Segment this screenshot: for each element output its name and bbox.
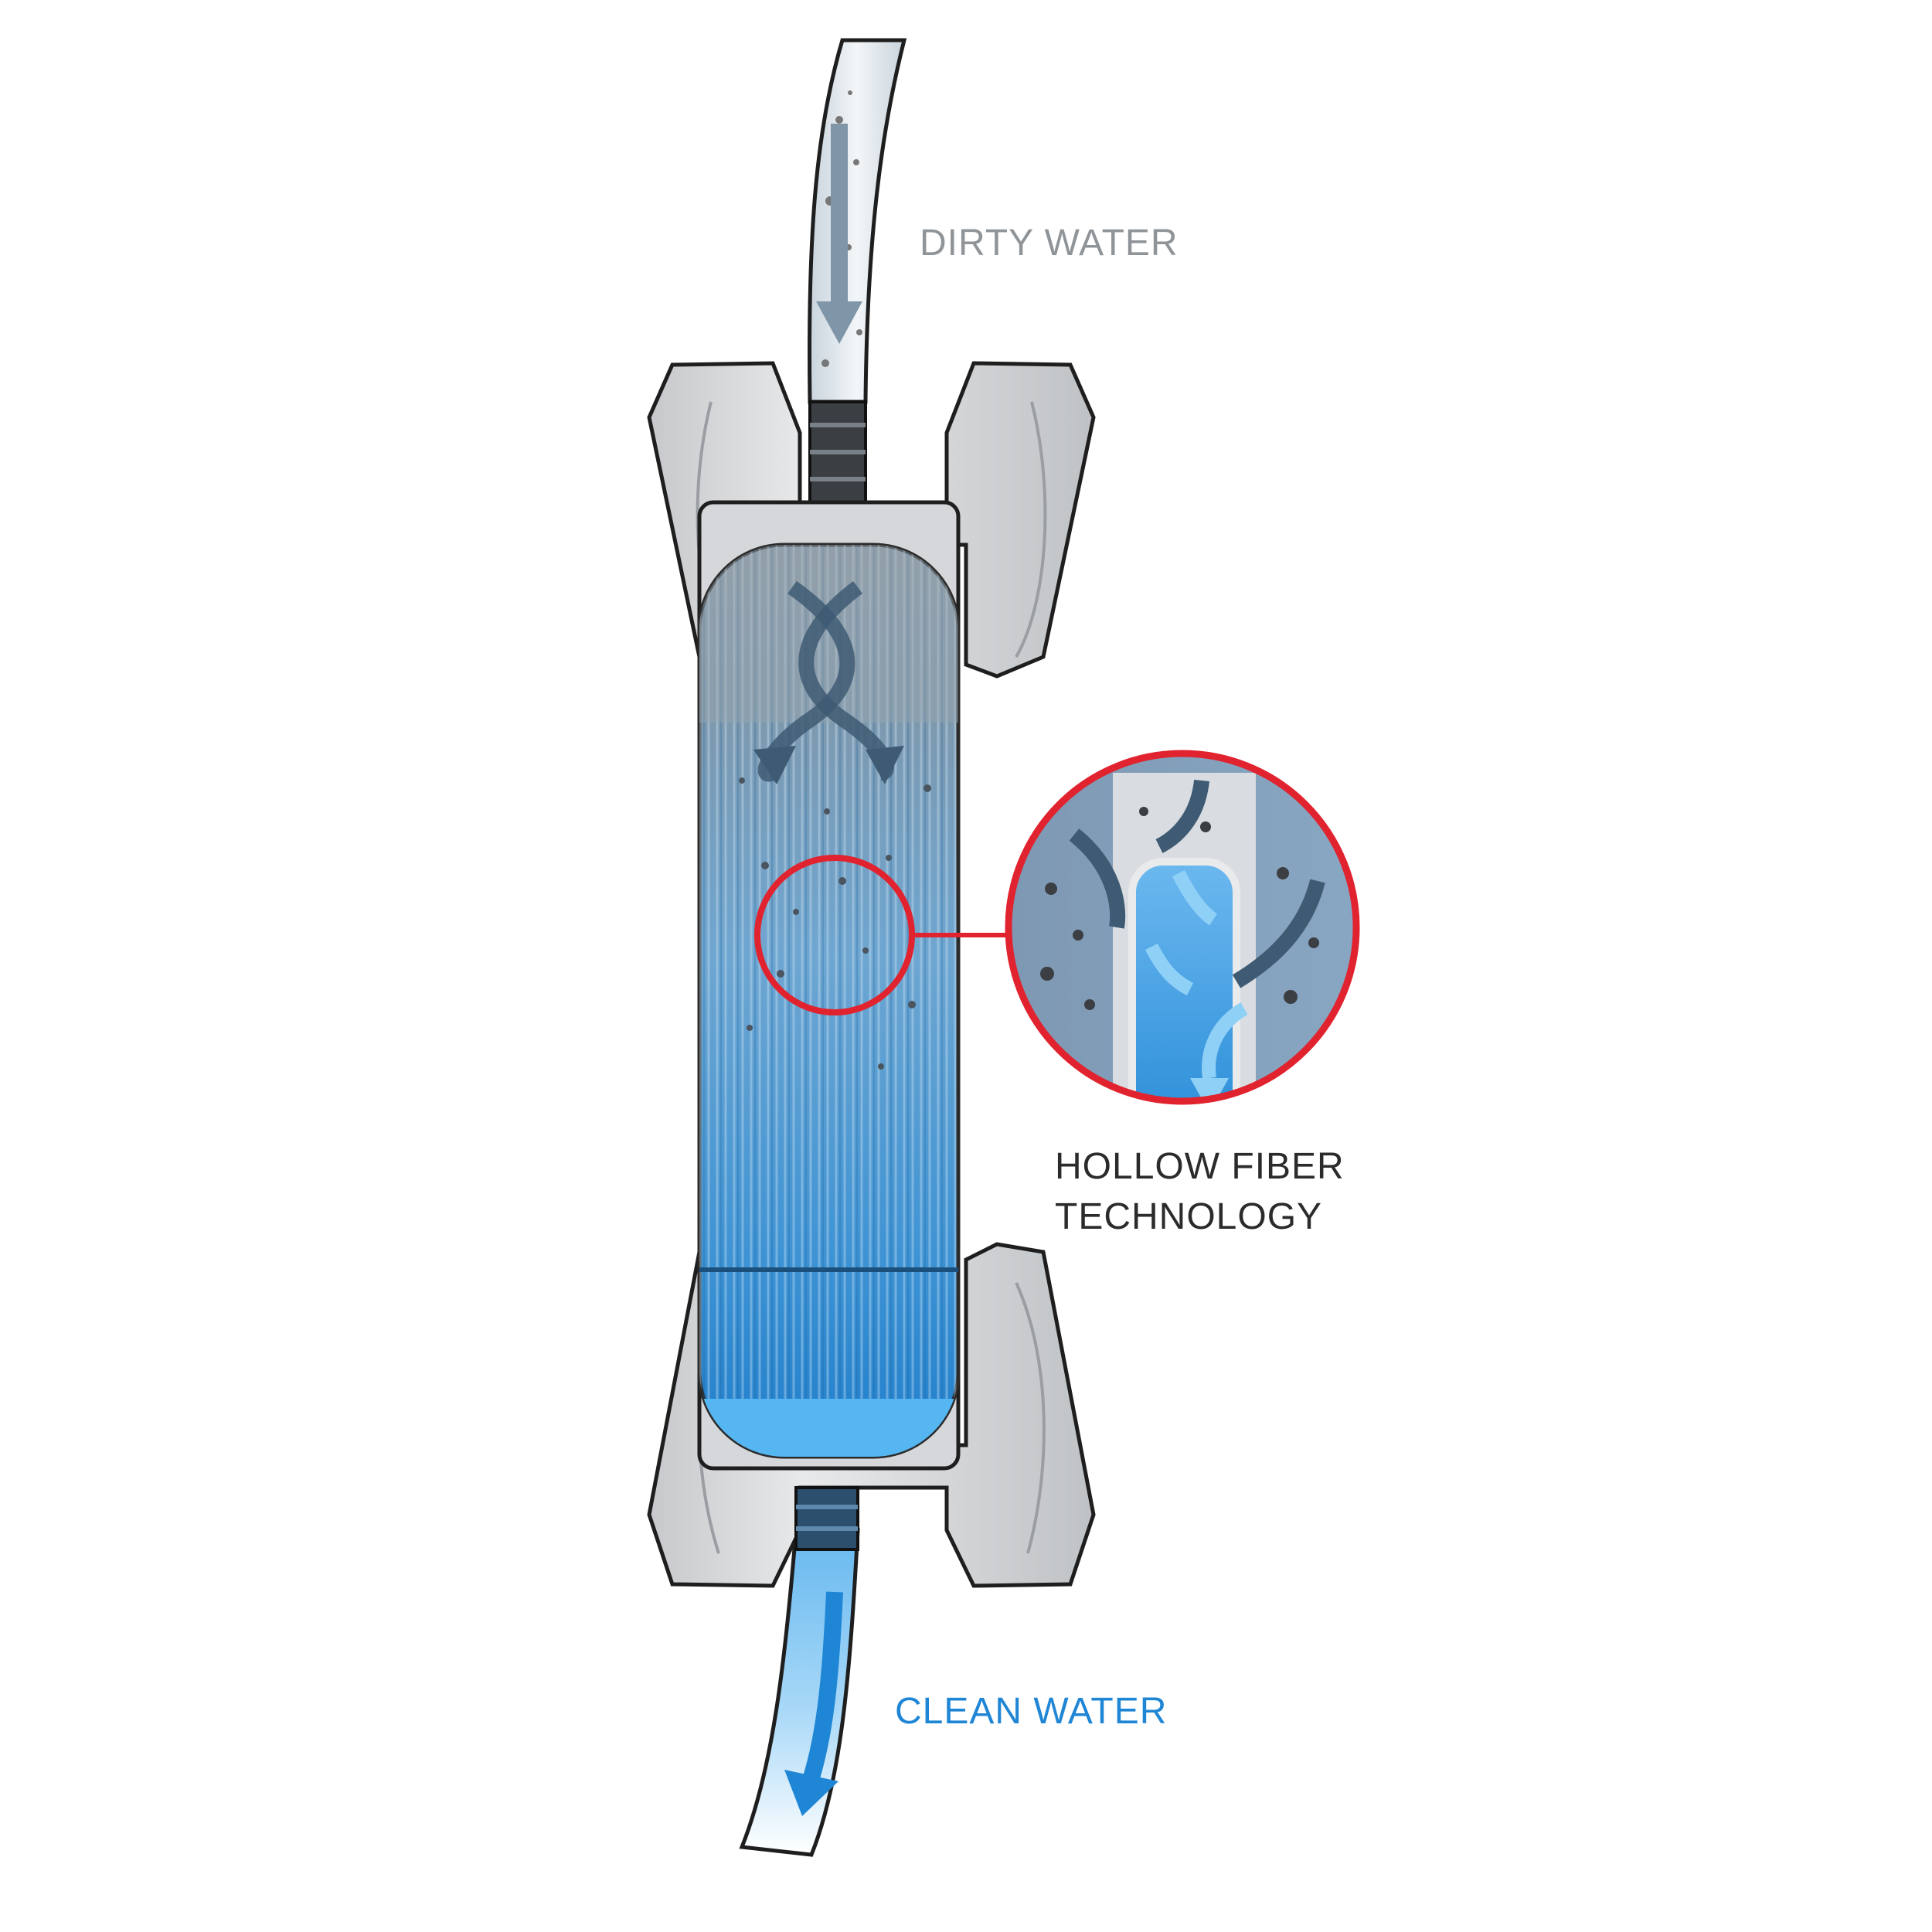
inlet-connector [808, 400, 867, 515]
swirl-arrowhead [753, 746, 796, 784]
filter-cartridge [697, 500, 961, 1471]
hollow-fiber-label-line2: TECHNOLOGY [1055, 1196, 1322, 1237]
trapped-particles [739, 777, 931, 1070]
clean-water-label: CLEAN WATER [895, 1691, 1167, 1732]
clean-water-outlet-tube [739, 1528, 860, 1857]
hollow-fiber-callout [1005, 750, 1360, 1105]
swirl-arrowhead [866, 746, 904, 784]
dirty-water-label: DIRTY WATER [920, 223, 1179, 264]
hollow-fiber-label-line1: HOLLOW FIBER [1055, 1146, 1345, 1187]
swirl-arrow-icon [1069, 779, 1325, 988]
clean-arrowhead [1190, 1078, 1229, 1101]
swirl-arrow-icon [1145, 869, 1248, 1080]
down-flow-arrow-icon [816, 124, 862, 344]
down-flow-arrow-icon [784, 1591, 843, 1816]
outlet-connector [794, 1486, 859, 1551]
dirty-water-inlet-tube [808, 38, 907, 404]
